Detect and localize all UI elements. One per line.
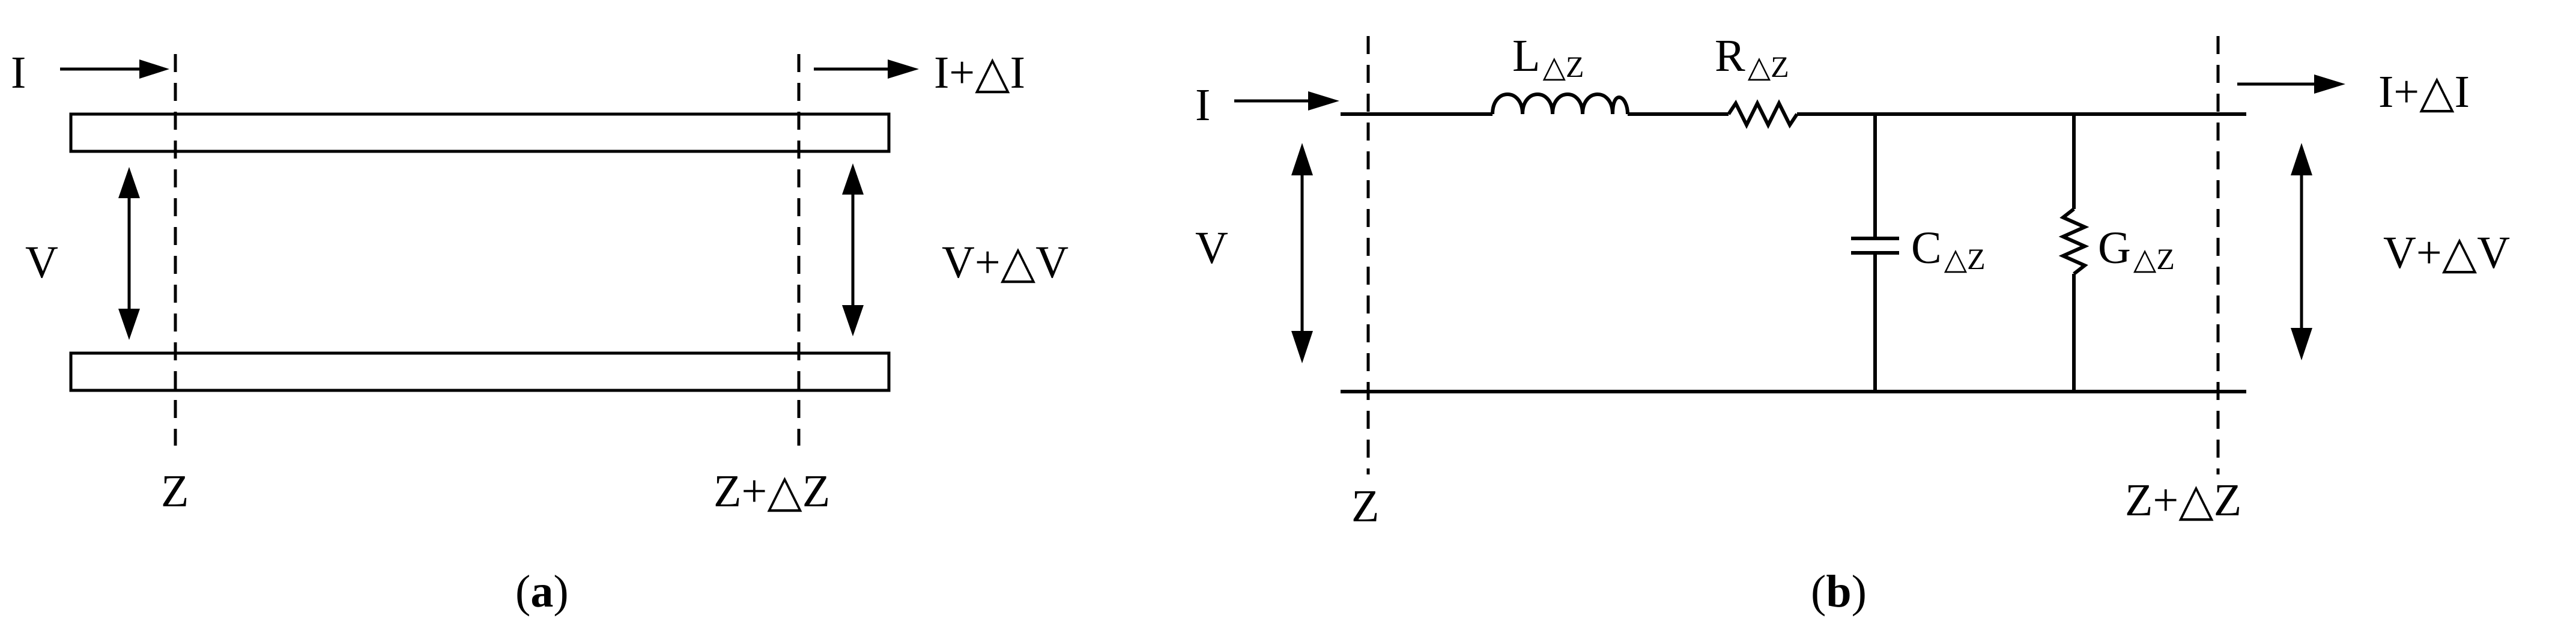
bottom-conductor: [69, 351, 891, 392]
current-in-label: I: [11, 47, 26, 98]
conductance-icon: [2058, 114, 2090, 392]
voltage-out-label: V+△V: [942, 237, 1068, 288]
voltage-in-arrow: [1291, 143, 1313, 363]
current-in-arrow: [1234, 91, 1339, 111]
resistor-icon: [1727, 99, 1799, 129]
voltage-out-arrow: [842, 163, 864, 336]
caption-b: (b): [1811, 566, 1867, 617]
pos-end-label: Z+△Z: [714, 466, 830, 516]
current-out-label: I+△I: [2378, 67, 2470, 117]
pos-end-label: Z+△Z: [2125, 475, 2241, 526]
current-in-label: I: [1195, 80, 1210, 130]
pos-start-label: Z: [161, 466, 189, 516]
inductor-label: L△Z: [1512, 31, 1584, 83]
panel-b: I I+△I V V+△V L△Z R△Z C△Z G△Z Z Z+△Z (: [1195, 31, 2510, 617]
current-out-arrow: [814, 59, 919, 79]
caption-a: (a): [515, 566, 569, 617]
voltage-out-label: V+△V: [2383, 228, 2510, 278]
capacitor-icon: [1851, 114, 1899, 392]
conductance-label: G△Z: [2098, 223, 2175, 276]
top-conductor: [69, 112, 891, 153]
capacitor-label: C△Z: [1911, 223, 1986, 276]
current-out-arrow: [2237, 74, 2345, 94]
current-out-label: I+△I: [934, 47, 1025, 98]
voltage-in-label: V: [1195, 223, 1228, 273]
pos-start-label: Z: [1351, 481, 1379, 532]
current-in-arrow: [60, 59, 169, 79]
inductor-icon: [1491, 92, 1629, 115]
voltage-in-label: V: [25, 237, 58, 288]
panel-a: I I+△I V V+△V Z Z+△Z (a): [11, 47, 1068, 617]
voltage-in-arrow: [118, 167, 140, 340]
resistor-label: R△Z: [1715, 31, 1789, 83]
voltage-out-arrow: [2291, 143, 2312, 360]
